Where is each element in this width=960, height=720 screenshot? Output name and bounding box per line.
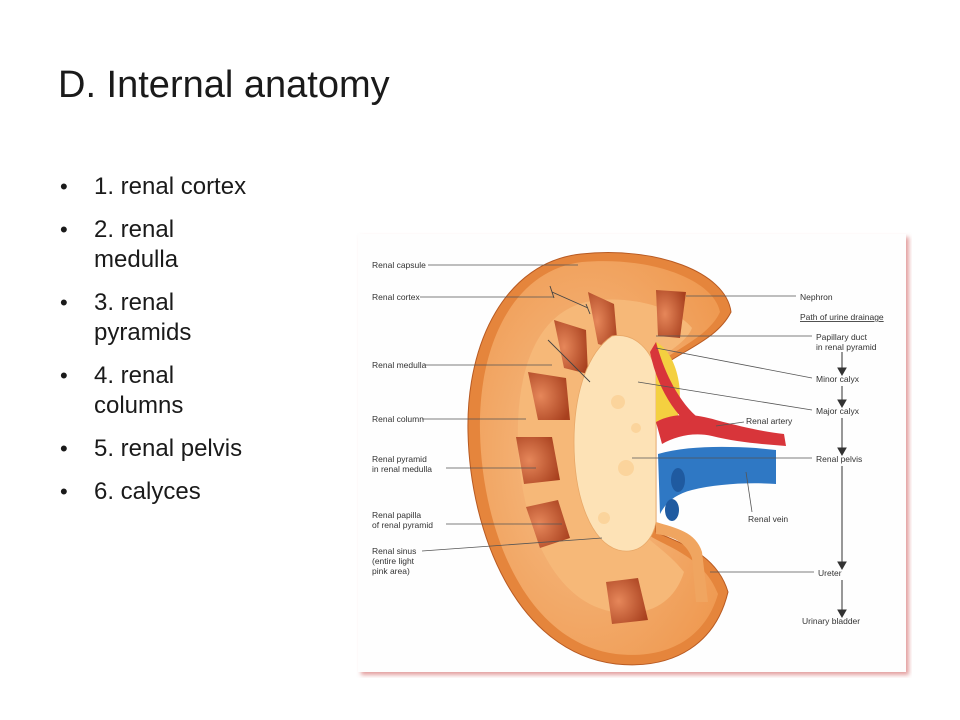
- bullet-icon: •: [60, 436, 68, 461]
- bullet-text-cont: medulla: [94, 246, 179, 273]
- left-labels: Renal capsule Renal cortex Renal medulla…: [372, 260, 603, 576]
- label-renal-medulla: Renal medulla: [372, 360, 427, 370]
- bullet-item: • 4. renal columns: [58, 361, 318, 421]
- label-renal-pyramid-cont: in renal medulla: [372, 464, 432, 474]
- bullet-item: • 3. renal pyramids: [58, 288, 318, 348]
- label-renal-pyramid: Renal pyramid: [372, 454, 427, 464]
- bullet-icon: •: [60, 217, 68, 242]
- ureter: [656, 522, 708, 602]
- bullet-text: 1. renal cortex: [94, 173, 247, 200]
- slide-title: D. Internal anatomy: [58, 64, 390, 106]
- right-labels: Nephron Path of urine drainage Papillary…: [632, 292, 884, 626]
- label-renal-sinus: Renal sinus: [372, 546, 416, 556]
- artery-branch: [650, 342, 696, 424]
- minor-calyces: [598, 395, 641, 524]
- bullet-text-cont: columns: [94, 392, 184, 419]
- cortex-medulla-brackets: [547, 285, 591, 383]
- renal-pyramids: [516, 290, 686, 624]
- urine-flow-arrows: [837, 352, 847, 619]
- label-renal-artery: Renal artery: [746, 416, 793, 426]
- label-renal-cortex: Renal cortex: [372, 292, 420, 302]
- label-urinary-bladder: Urinary bladder: [802, 616, 860, 626]
- label-ureter: Ureter: [818, 568, 842, 578]
- bullet-text-cont: pyramids: [94, 319, 192, 346]
- bullet-text: 6. calyces: [94, 478, 201, 505]
- bullet-list: • 1. renal cortex • 2. renal medulla • 3. re…: [58, 172, 318, 520]
- label-renal-sinus-cont: (entire light: [372, 556, 415, 566]
- bullet-icon: •: [60, 290, 68, 315]
- label-papillary-duct-cont: in renal pyramid: [816, 342, 877, 352]
- bullet-item: • 1. renal cortex: [58, 172, 318, 202]
- vein-ends: [665, 468, 685, 521]
- label-minor-calyx: Minor calyx: [816, 374, 860, 384]
- bullet-text: 2. renal: [94, 216, 175, 243]
- bullet-icon: •: [60, 479, 68, 504]
- bullet-item: • 5. renal pelvis: [58, 434, 318, 464]
- bullet-text: 3. renal: [94, 289, 175, 316]
- label-renal-vein: Renal vein: [748, 514, 788, 524]
- kidney-diagram: Renal capsule Renal cortex Renal medulla…: [356, 232, 912, 678]
- label-renal-column: Renal column: [372, 414, 424, 424]
- renal-vein: [658, 446, 776, 514]
- bullet-item: • 2. renal medulla: [58, 215, 318, 275]
- label-nephron: Nephron: [800, 292, 833, 302]
- label-renal-papilla-cont: of renal pyramid: [372, 520, 433, 530]
- label-renal-sinus-cont2: pink area): [372, 566, 410, 576]
- bullet-icon: •: [60, 174, 68, 199]
- label-papillary-duct: Papillary duct: [816, 332, 868, 342]
- bullet-text: 4. renal: [94, 362, 175, 389]
- label-renal-papilla: Renal papilla: [372, 510, 421, 520]
- kidney-diagram-svg: Renal capsule Renal cortex Renal medulla…: [358, 234, 906, 672]
- label-renal-pelvis: Renal pelvis: [816, 454, 862, 464]
- label-major-calyx: Major calyx: [816, 406, 860, 416]
- label-renal-capsule: Renal capsule: [372, 260, 426, 270]
- bullet-text: 5. renal pelvis: [94, 435, 243, 462]
- bullet-icon: •: [60, 363, 68, 388]
- bullet-item: • 6. calyces: [58, 477, 318, 507]
- label-urine-path: Path of urine drainage: [800, 312, 884, 322]
